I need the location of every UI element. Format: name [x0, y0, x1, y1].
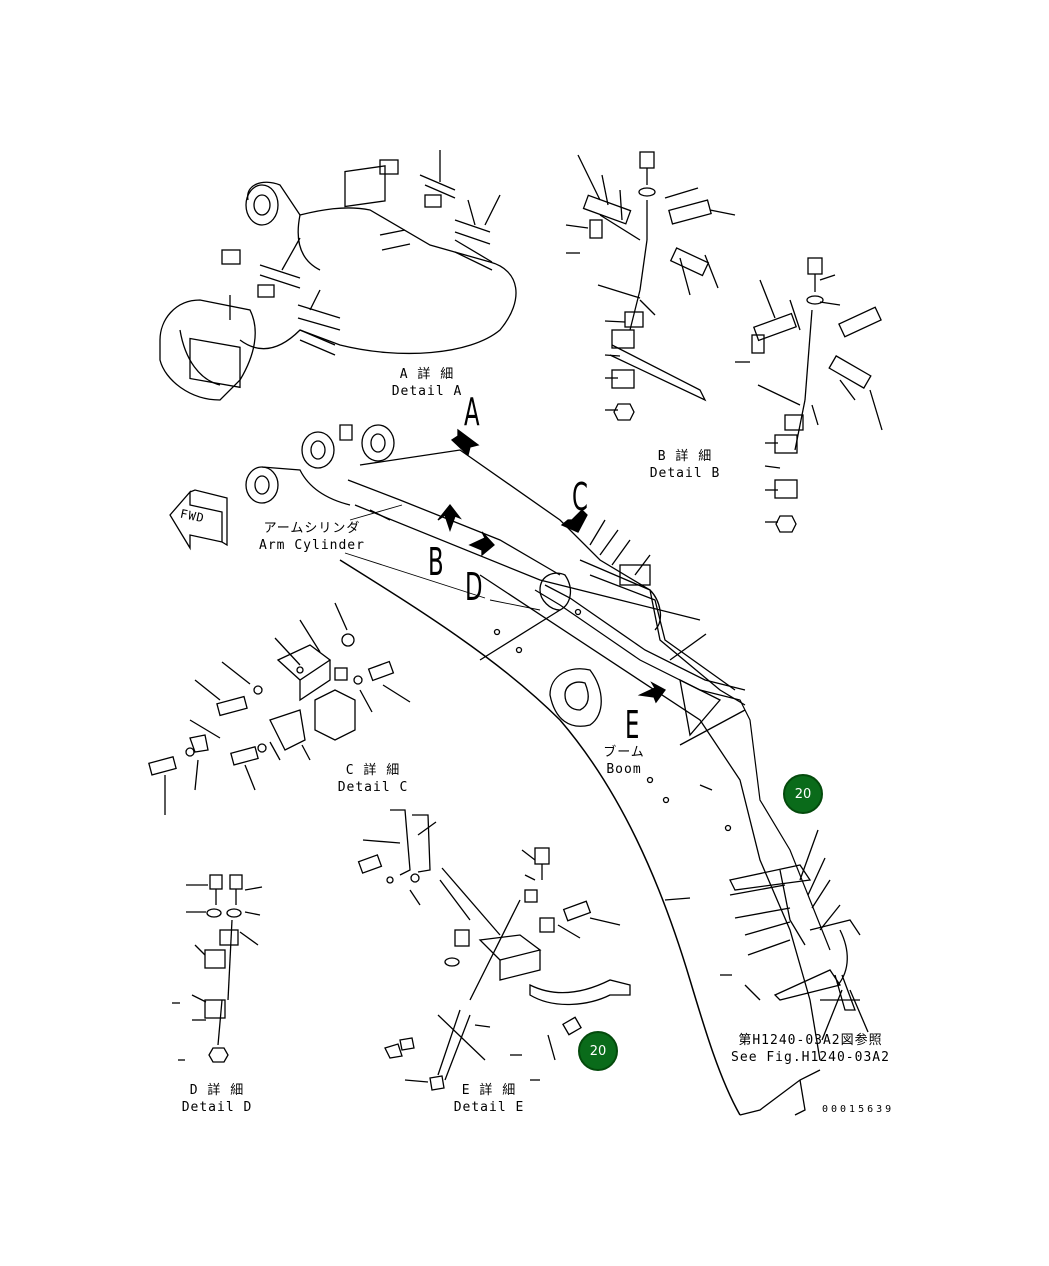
detail-a-jp: A 詳 細 — [399, 367, 455, 382]
letter-d: D — [465, 565, 483, 609]
detail-e-drawing — [357, 809, 631, 1091]
letter-c: C — [572, 475, 588, 519]
detail-b-drawing — [565, 151, 883, 533]
boom-jp: ブーム — [603, 745, 645, 760]
see-fig-en: See Fig.H1240-03A2 — [731, 1050, 890, 1065]
boom-label: ブーム Boom — [594, 744, 654, 778]
detail-e-label: E 詳 細 Detail E — [444, 1082, 534, 1116]
arm-cylinder-en: Arm Cylinder — [259, 538, 365, 553]
detail-d-en: Detail D — [181, 1100, 253, 1115]
detail-b-jp: B 詳 細 — [657, 449, 713, 464]
arm-cylinder-jp: アームシリンダ — [263, 521, 361, 536]
detail-a-en: Detail A — [391, 384, 463, 399]
boom-en: Boom — [606, 762, 642, 777]
document-number: 00015639 — [822, 1104, 895, 1115]
letter-a: A — [464, 390, 480, 434]
detail-c-jp: C 詳 細 — [345, 763, 401, 778]
letter-e: E — [625, 703, 640, 747]
detail-a-label: A 詳 細 Detail A — [382, 366, 472, 400]
fwd-arrow-icon — [169, 489, 228, 551]
see-fig-reference: 第H1240-03A2図参照 See Fig.H1240-03A2 — [728, 1032, 893, 1066]
see-fig-jp: 第H1240-03A2図参照 — [738, 1033, 883, 1048]
detail-d-drawing — [172, 874, 263, 1063]
arm-cylinder-label: アームシリンダ Arm Cylinder — [252, 520, 372, 554]
detail-a-drawing — [159, 150, 517, 401]
detail-e-jp: E 詳 細 — [461, 1083, 517, 1098]
letter-b: B — [428, 540, 444, 584]
part-callout[interactable]: 20 — [783, 774, 823, 814]
detail-d-jp: D 詳 細 — [189, 1083, 245, 1098]
detail-c-en: Detail C — [337, 780, 409, 795]
detail-b-en: Detail B — [649, 466, 721, 481]
detail-e-en: Detail E — [453, 1100, 525, 1115]
detail-b-label: B 詳 細 Detail B — [640, 448, 730, 482]
boom-drawing — [245, 424, 869, 1116]
detail-c-label: C 詳 細 Detail C — [328, 762, 418, 796]
detail-d-label: D 詳 細 Detail D — [172, 1082, 262, 1116]
detail-c-drawing — [148, 602, 411, 815]
part-callout[interactable]: 20 — [578, 1031, 618, 1071]
